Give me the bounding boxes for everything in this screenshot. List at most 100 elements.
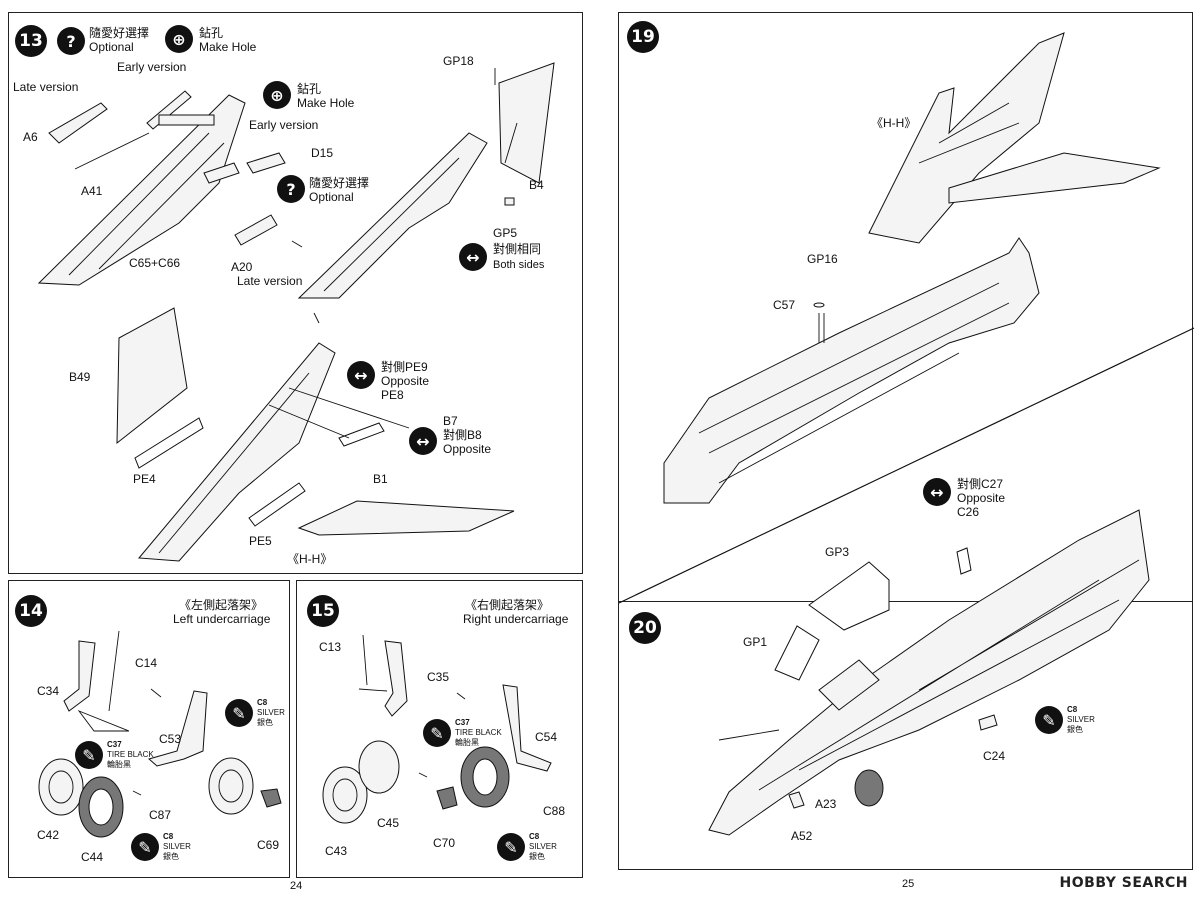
optional-icon: ? — [277, 175, 305, 203]
part-label-c53: C53 — [159, 732, 182, 746]
part-label-c43: C43 — [325, 844, 348, 858]
optional-label-en: Optional — [89, 40, 134, 54]
part-label-a20: A20 — [231, 260, 253, 274]
part-label-c44: C44 — [81, 850, 104, 864]
part-label-a6: A6 — [23, 130, 38, 144]
opposite-label-zh: 對側C27 — [957, 477, 1004, 491]
part-label-gp5: GP5 — [493, 226, 518, 240]
paint-code: C37 — [107, 740, 122, 749]
part-label-b49: B49 — [69, 370, 91, 384]
section-title-zh: 《右側起落架》 — [465, 598, 550, 612]
watermark: HOBBY SEARCH — [1059, 875, 1188, 891]
part-label-c70: C70 — [433, 836, 456, 850]
part-label-c42: C42 — [37, 828, 60, 842]
paint-name-en: SILVER — [529, 842, 557, 851]
make-hole-label-en: Make Hole — [199, 40, 257, 54]
paint-name-zh: 輪胎黑 — [455, 738, 479, 747]
part-label-a52: A52 — [791, 829, 813, 843]
part-label-c65: C65+C66 — [129, 256, 181, 270]
part-label-gp18: GP18 — [443, 54, 474, 68]
part-label-gp3: GP3 — [825, 545, 850, 559]
opposite-label-zh: 對側PE9 — [381, 360, 428, 374]
part-label-pe5: PE5 — [249, 534, 272, 548]
step-number-badge: 19 — [627, 21, 659, 53]
paint-brush-icon: ✎ — [1035, 706, 1063, 734]
opposite-label-en: Opposite — [381, 374, 430, 388]
step-14-panel: 14 《左側起落架》 Left undercarriage C14 C34 C5… — [8, 580, 290, 878]
part-label-a41: A41 — [81, 184, 103, 198]
paint-brush-icon: ✎ — [423, 719, 451, 747]
section-title-zh: 《左側起落架》 — [179, 598, 264, 612]
part-label-c26: C26 — [957, 505, 980, 519]
late-version-label: Late version — [237, 274, 303, 288]
step-20-drawing — [708, 509, 1150, 836]
step-number-badge: 15 — [307, 595, 339, 627]
early-version-label: Early version — [117, 60, 187, 74]
paint-brush-icon: ✎ — [497, 833, 525, 861]
step-number-badge: 13 — [15, 25, 47, 57]
optional-label-zh: 隨愛好選擇 — [89, 26, 150, 40]
part-label-c69: C69 — [257, 838, 280, 852]
section-title-en: Right undercarriage — [463, 612, 569, 626]
opposite-icon: ↔ — [347, 361, 375, 389]
paint-name-en: SILVER — [257, 708, 285, 717]
part-label-c13: C13 — [319, 640, 342, 654]
make-hole-label-en: Make Hole — [297, 96, 355, 110]
optional-label-en: Optional — [309, 190, 354, 204]
part-label-c87: C87 — [149, 808, 172, 822]
make-hole-label-zh: 鉆孔 — [199, 26, 224, 40]
paint-name-zh: 銀色 — [163, 852, 179, 861]
opposite-icon: ↔ — [923, 478, 951, 506]
paint-name-zh: 銀色 — [1067, 725, 1083, 734]
paint-brush-icon: ✎ — [75, 741, 103, 769]
part-label-b1: B1 — [373, 472, 388, 486]
step-15-drawing — [322, 634, 552, 824]
paint-code: C8 — [1067, 705, 1078, 714]
part-label-c57: C57 — [773, 298, 796, 312]
paint-code: C8 — [257, 698, 268, 707]
late-version-label: Late version — [13, 80, 79, 94]
both-sides-label-zh: 對側相同 — [493, 242, 542, 256]
part-label-gp1: GP1 — [743, 635, 768, 649]
opposite-icon: ↔ — [409, 427, 437, 455]
paint-name-en: TIRE BLACK — [107, 750, 154, 759]
make-hole-icon: ⊕ — [165, 25, 193, 53]
paint-name-en: SILVER — [163, 842, 191, 851]
optional-label-zh: 隨愛好選擇 — [309, 176, 370, 190]
step-number-badge: 20 — [629, 612, 661, 644]
part-label-pe4: PE4 — [133, 472, 156, 486]
optional-icon: ? — [57, 27, 85, 55]
part-label-c35: C35 — [427, 670, 450, 684]
opposite-label-en: Opposite — [443, 442, 492, 456]
paint-name-en: TIRE BLACK — [455, 728, 502, 737]
step-14-drawing — [38, 630, 282, 838]
part-label-d15: D15 — [311, 146, 334, 160]
paint-code: C37 — [455, 718, 470, 727]
make-hole-label-zh: 鉆孔 — [297, 82, 322, 96]
part-label-c24: C24 — [983, 749, 1006, 763]
part-label-a23: A23 — [815, 797, 837, 811]
part-label-b7: B7 — [443, 414, 458, 428]
part-label-c34: C34 — [37, 684, 60, 698]
step-20-panel: 20 ↔ 對側C27 Opposite C26 GP3 GP1 C24 A23 … — [618, 330, 1193, 870]
both-sides-icon: ↔ — [459, 243, 487, 271]
opposite-label-zh: 對側B8 — [443, 428, 482, 442]
both-sides-label-en: Both sides — [493, 259, 545, 271]
make-hole-icon: ⊕ — [263, 81, 291, 109]
paint-code: C8 — [163, 832, 174, 841]
view-label: 《H-H》 — [287, 552, 333, 566]
paint-name-zh: 銀色 — [529, 852, 545, 861]
page-number-left: 24 — [290, 880, 303, 892]
paint-name-en: SILVER — [1067, 715, 1095, 724]
opposite-label-en: Opposite — [957, 491, 1006, 505]
page-number-right: 25 — [902, 878, 915, 890]
paint-name-zh: 銀色 — [257, 718, 273, 727]
early-version-label: Early version — [249, 118, 319, 132]
step-13-drawing — [37, 62, 555, 562]
part-label-gp16: GP16 — [807, 252, 838, 266]
step-15-panel: 15 《右側起落架》 Right undercarriage C13 C35 C… — [296, 580, 583, 878]
paint-code: C8 — [529, 832, 540, 841]
paint-brush-icon: ✎ — [225, 699, 253, 727]
paint-brush-icon: ✎ — [131, 833, 159, 861]
part-label-c88: C88 — [543, 804, 566, 818]
